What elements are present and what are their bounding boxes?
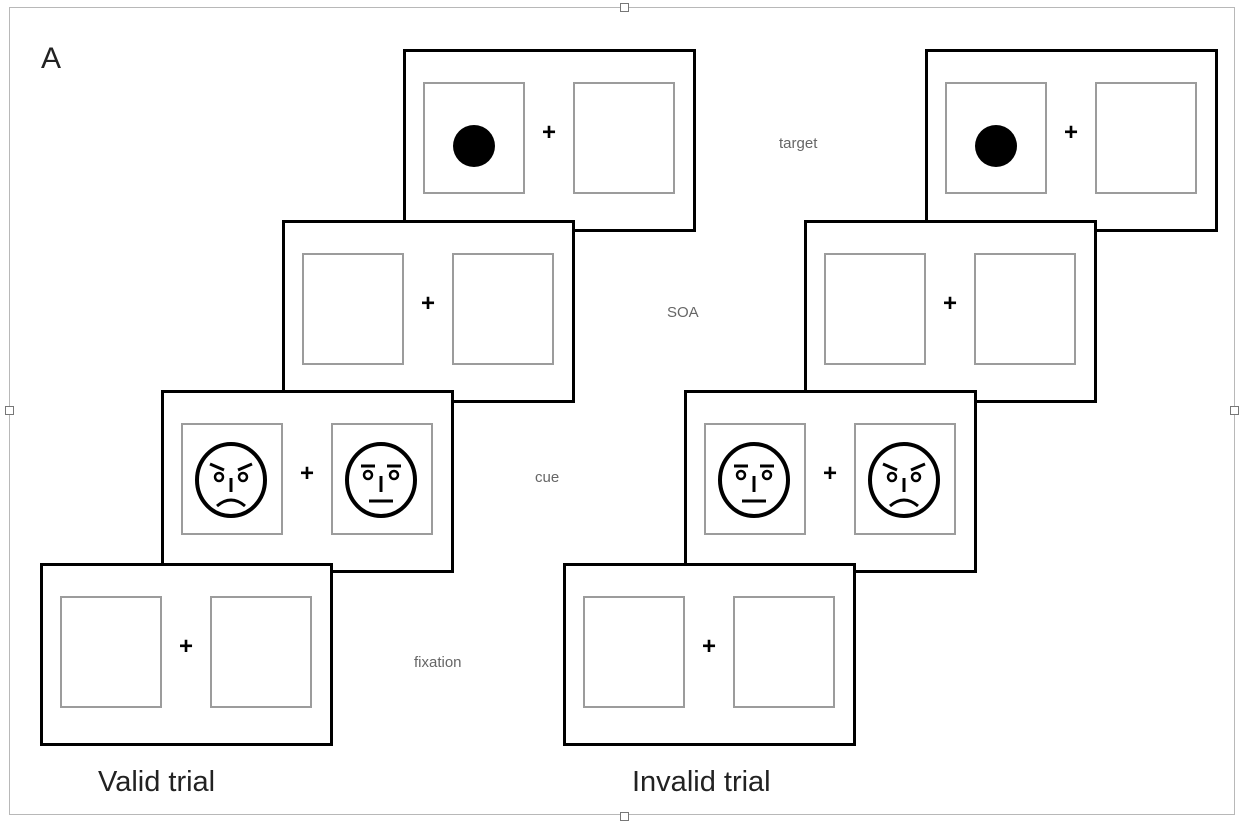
fixation-cross: + <box>1063 119 1078 146</box>
invalid-target-screen: + <box>925 49 1218 232</box>
valid-target-screen: + <box>403 49 696 232</box>
right-box <box>854 423 956 535</box>
right-box <box>733 596 835 708</box>
left-box <box>583 596 685 708</box>
valid-trial-label: Valid trial <box>98 766 216 798</box>
left-box <box>945 82 1047 194</box>
fixation-cross: + <box>541 119 556 146</box>
fixation-cross: + <box>701 633 716 660</box>
fixation-cross: + <box>178 633 193 660</box>
fixation-cross: + <box>299 460 314 487</box>
neutral-face-icon <box>345 442 417 518</box>
valid-fixation-screen: + <box>40 563 333 746</box>
invalid-soa-screen: + <box>804 220 1097 403</box>
target-dot <box>453 125 495 167</box>
right-box <box>974 253 1076 365</box>
right-box <box>331 423 433 535</box>
label-fixation: fixation <box>414 654 462 671</box>
resize-handle-bottom[interactable] <box>620 812 629 821</box>
label-target: target <box>779 135 818 152</box>
fixation-cross: + <box>420 290 435 317</box>
neutral-face-icon <box>718 442 790 518</box>
left-box <box>181 423 283 535</box>
valid-soa-screen: + <box>282 220 575 403</box>
valid-cue-screen: + <box>161 390 454 573</box>
left-box <box>704 423 806 535</box>
target-dot <box>975 125 1017 167</box>
left-box <box>60 596 162 708</box>
resize-handle-right[interactable] <box>1230 406 1239 415</box>
right-box <box>1095 82 1197 194</box>
resize-handle-left[interactable] <box>5 406 14 415</box>
invalid-fixation-screen: + <box>563 563 856 746</box>
label-soa: SOA <box>667 304 699 321</box>
left-box <box>302 253 404 365</box>
right-box <box>573 82 675 194</box>
fixation-cross: + <box>822 460 837 487</box>
right-box <box>452 253 554 365</box>
panel-letter: A <box>41 42 62 75</box>
invalid-cue-screen: + <box>684 390 977 573</box>
label-cue: cue <box>535 469 560 486</box>
left-box <box>423 82 525 194</box>
angry-face-icon <box>195 442 267 518</box>
invalid-trial-label: Invalid trial <box>632 766 771 798</box>
resize-handle-top[interactable] <box>620 3 629 12</box>
fixation-cross: + <box>942 290 957 317</box>
right-box <box>210 596 312 708</box>
angry-face-icon <box>868 442 940 518</box>
left-box <box>824 253 926 365</box>
